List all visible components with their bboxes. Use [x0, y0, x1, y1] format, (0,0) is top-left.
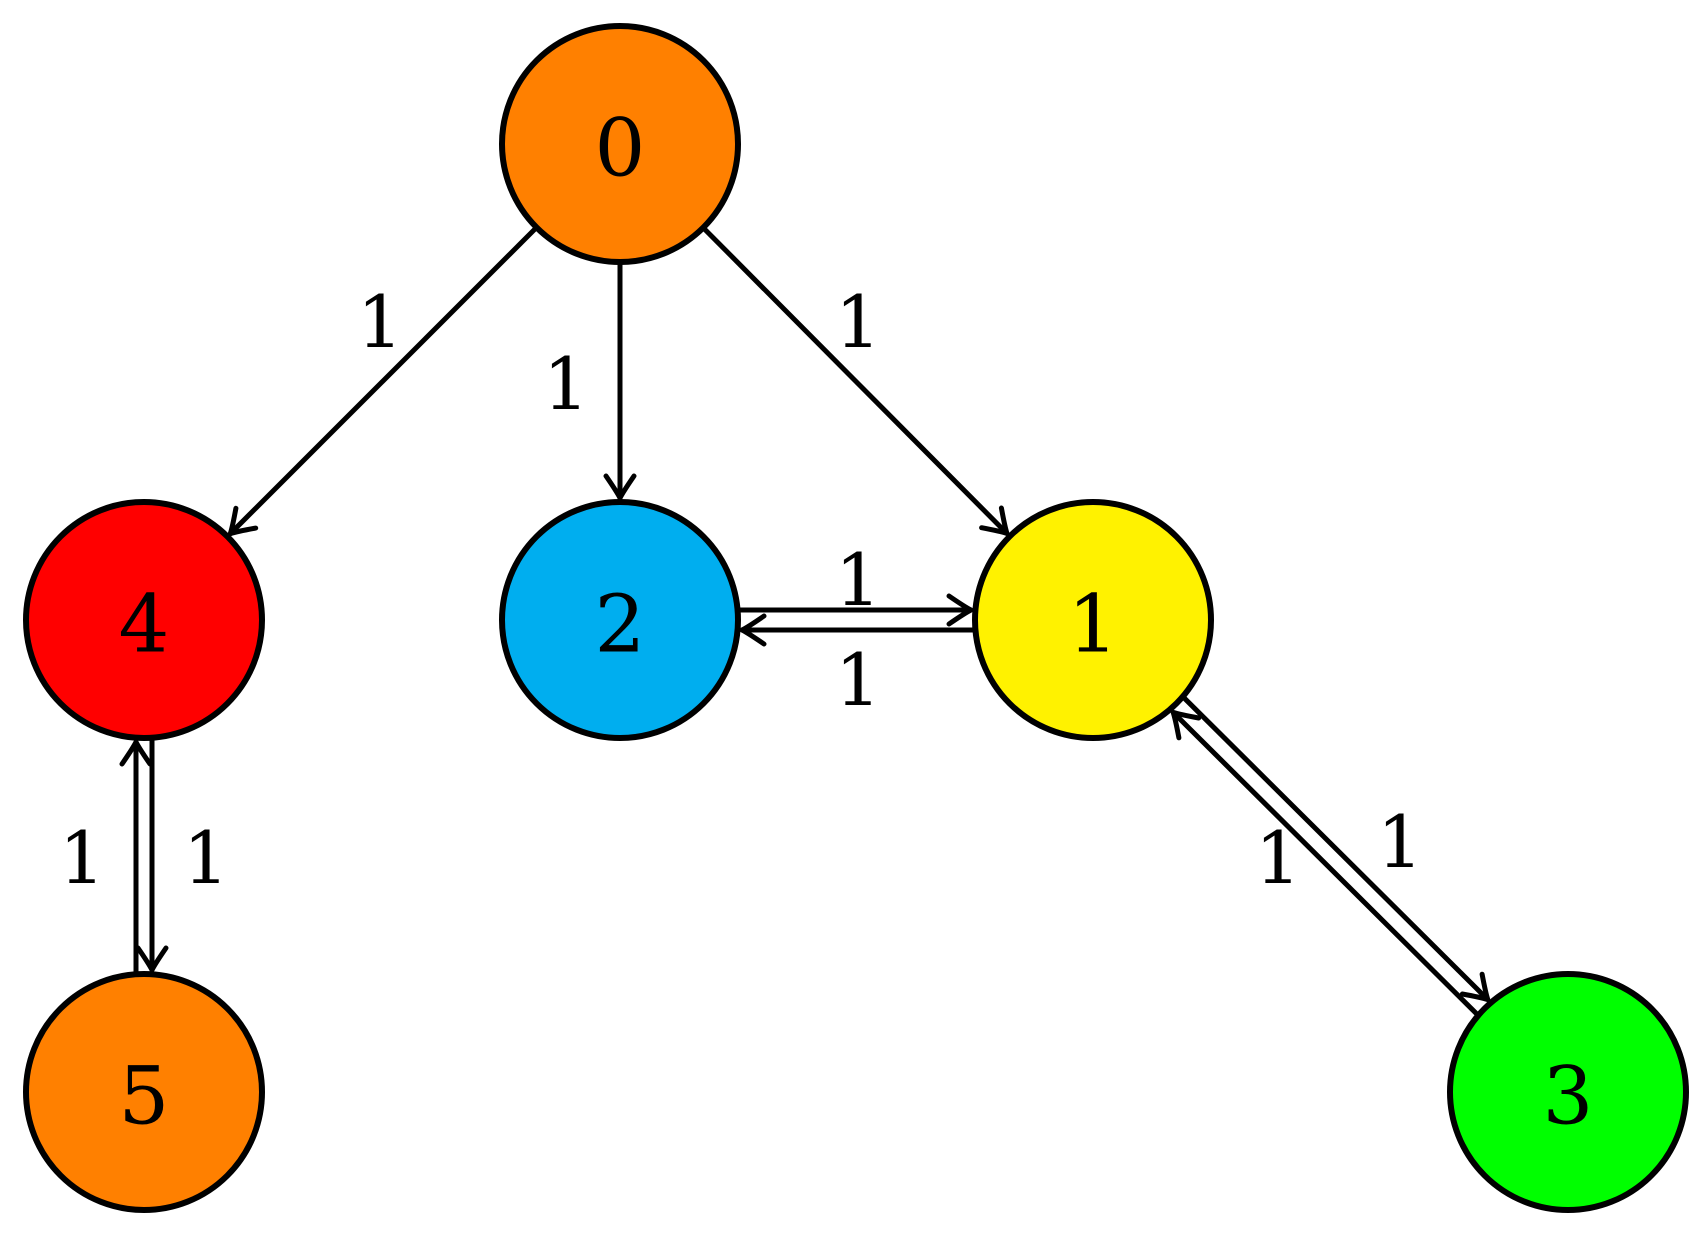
node-0: 0: [499, 23, 741, 265]
edge-label-3-to-1: 1: [1255, 816, 1301, 900]
edge-1-to-3: [1181, 695, 1491, 1003]
arrowhead-0-to-2: [603, 473, 637, 501]
node-circle-4: [23, 499, 265, 741]
edge-line-0-to-1: [701, 225, 1009, 536]
node-4: 4: [23, 499, 265, 741]
node-circle-1: [972, 499, 1214, 741]
arrowhead-4-to-5: [135, 945, 169, 973]
node-1: 1: [972, 499, 1214, 741]
arrowhead-0-to-1: [979, 505, 1010, 536]
node-label-0: 0: [595, 102, 646, 195]
node-label-5: 5: [119, 1050, 170, 1143]
arrowhead-0-to-4: [227, 505, 259, 537]
edge-2-to-1: [738, 593, 974, 627]
node-label-3: 3: [1543, 1050, 1594, 1143]
edge-5-to-4: [119, 739, 153, 974]
edge-label-4-to-5: 1: [183, 816, 229, 900]
node-circle-2: [499, 499, 741, 741]
node-2: 2: [499, 499, 741, 741]
edge-line-1-to-3: [1181, 695, 1490, 1002]
node-5: 5: [23, 971, 265, 1213]
edge-0-to-2: [603, 262, 637, 501]
edge-label-0-to-4: 1: [357, 280, 403, 364]
nodes-layer: 0 1 2 3 4 5: [23, 23, 1689, 1213]
edge-label-0-to-1: 1: [835, 280, 881, 364]
edge-label-5-to-4: 1: [59, 816, 105, 900]
edges-layer: [119, 225, 1491, 1017]
node-label-1: 1: [1068, 578, 1119, 671]
edge-0-to-1: [701, 225, 1010, 536]
node-circle-5: [23, 971, 265, 1213]
arrowhead-5-to-4: [119, 739, 153, 767]
node-label-4: 4: [119, 578, 170, 671]
arrowhead-1-to-2: [739, 613, 767, 647]
edge-label-2-to-1: 1: [835, 538, 881, 622]
edge-3-to-1: [1170, 709, 1480, 1017]
node-circle-0: [499, 23, 741, 265]
edge-label-1-to-2: 1: [835, 638, 881, 722]
edge-line-3-to-1: [1171, 710, 1480, 1017]
node-3: 3: [1447, 971, 1689, 1213]
edge-1-to-2: [739, 613, 975, 647]
arrowhead-1-to-3: [1459, 971, 1491, 1003]
edge-label-0-to-2: 1: [543, 342, 589, 426]
arrowhead-3-to-1: [1170, 709, 1202, 741]
edge-4-to-5: [135, 738, 169, 973]
arrowhead-2-to-1: [946, 593, 974, 627]
edge-line-0-to-4: [228, 225, 539, 536]
node-label-2: 2: [595, 578, 646, 671]
edge-0-to-4: [227, 225, 539, 537]
node-circle-3: [1447, 971, 1689, 1213]
edge-label-1-to-3: 1: [1377, 800, 1423, 884]
